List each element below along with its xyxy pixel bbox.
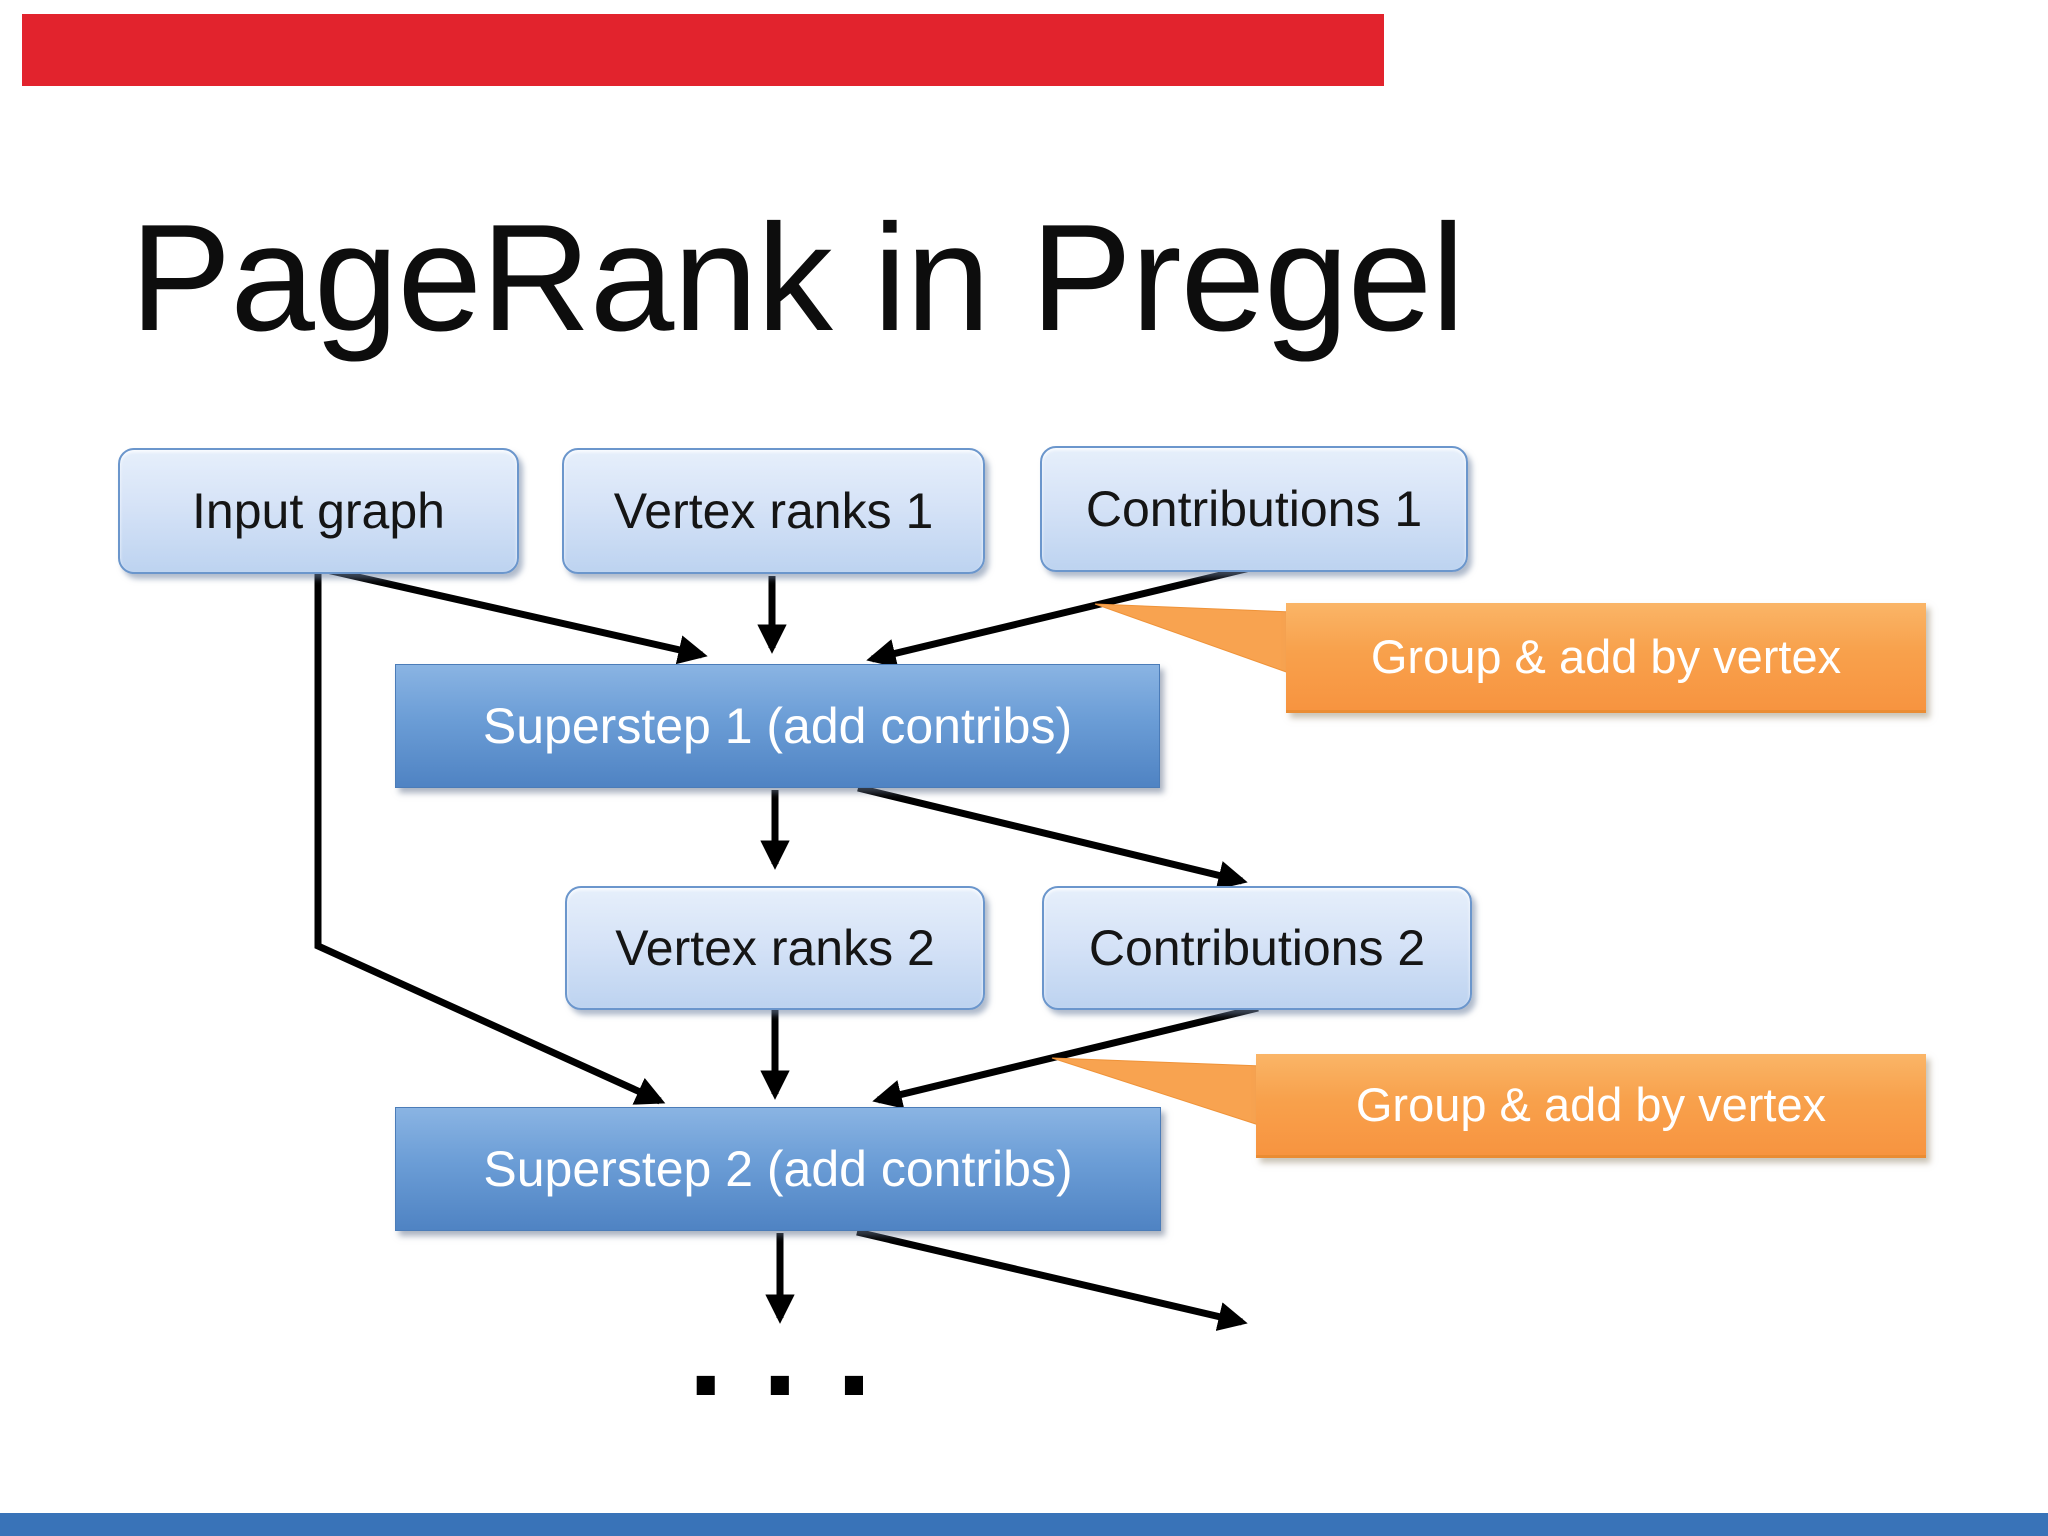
callout-1-label: Group & add by vertex xyxy=(1370,630,1842,683)
node-vertex-ranks-2-label: Vertex ranks 2 xyxy=(615,920,935,976)
arrow-superstep1-to-contributions2 xyxy=(857,784,1248,890)
node-vertex-ranks-1-label: Vertex ranks 1 xyxy=(613,483,934,539)
node-vertex-ranks-1: Vertex ranks 1 xyxy=(562,448,985,574)
node-vertex-ranks-2: Vertex ranks 2 xyxy=(565,886,985,1010)
callout-group-add-by-vertex-1: Group & add by vertex xyxy=(1286,603,1926,713)
node-input-graph: Input graph xyxy=(118,448,519,574)
video-timeline-bar xyxy=(0,1513,2048,1536)
video-progress-bar xyxy=(22,14,1384,86)
arrow-contributions2-to-superstep2 xyxy=(872,1004,1259,1109)
node-superstep-1-label: Superstep 1 (add contribs) xyxy=(482,698,1073,754)
continuation-dots: . . . xyxy=(688,1280,872,1423)
slide-title: PageRank in Pregel xyxy=(130,193,1465,363)
node-superstep-2: Superstep 2 (add contribs) xyxy=(395,1107,1161,1231)
arrow-contributions1-to-superstep1 xyxy=(866,564,1251,668)
node-contributions-2: Contributions 2 xyxy=(1042,886,1472,1010)
node-input-graph-label: Input graph xyxy=(192,483,445,539)
node-contributions-1: Contributions 1 xyxy=(1040,446,1468,572)
callout-2-label: Group & add by vertex xyxy=(1355,1078,1827,1131)
arrow-inputgraph-to-superstep1 xyxy=(317,564,708,665)
node-superstep-2-label: Superstep 2 (add contribs) xyxy=(483,1141,1073,1197)
arrow-superstep2-to-contributions3 xyxy=(856,1228,1248,1331)
node-superstep-1: Superstep 1 (add contribs) xyxy=(395,664,1160,788)
node-contributions-2-label: Contributions 2 xyxy=(1088,920,1426,976)
arrow-inputgraph-to-superstep2 xyxy=(314,568,666,1105)
callout-group-add-by-vertex-2: Group & add by vertex xyxy=(1256,1054,1926,1158)
node-contributions-1-label: Contributions 1 xyxy=(1085,481,1423,537)
